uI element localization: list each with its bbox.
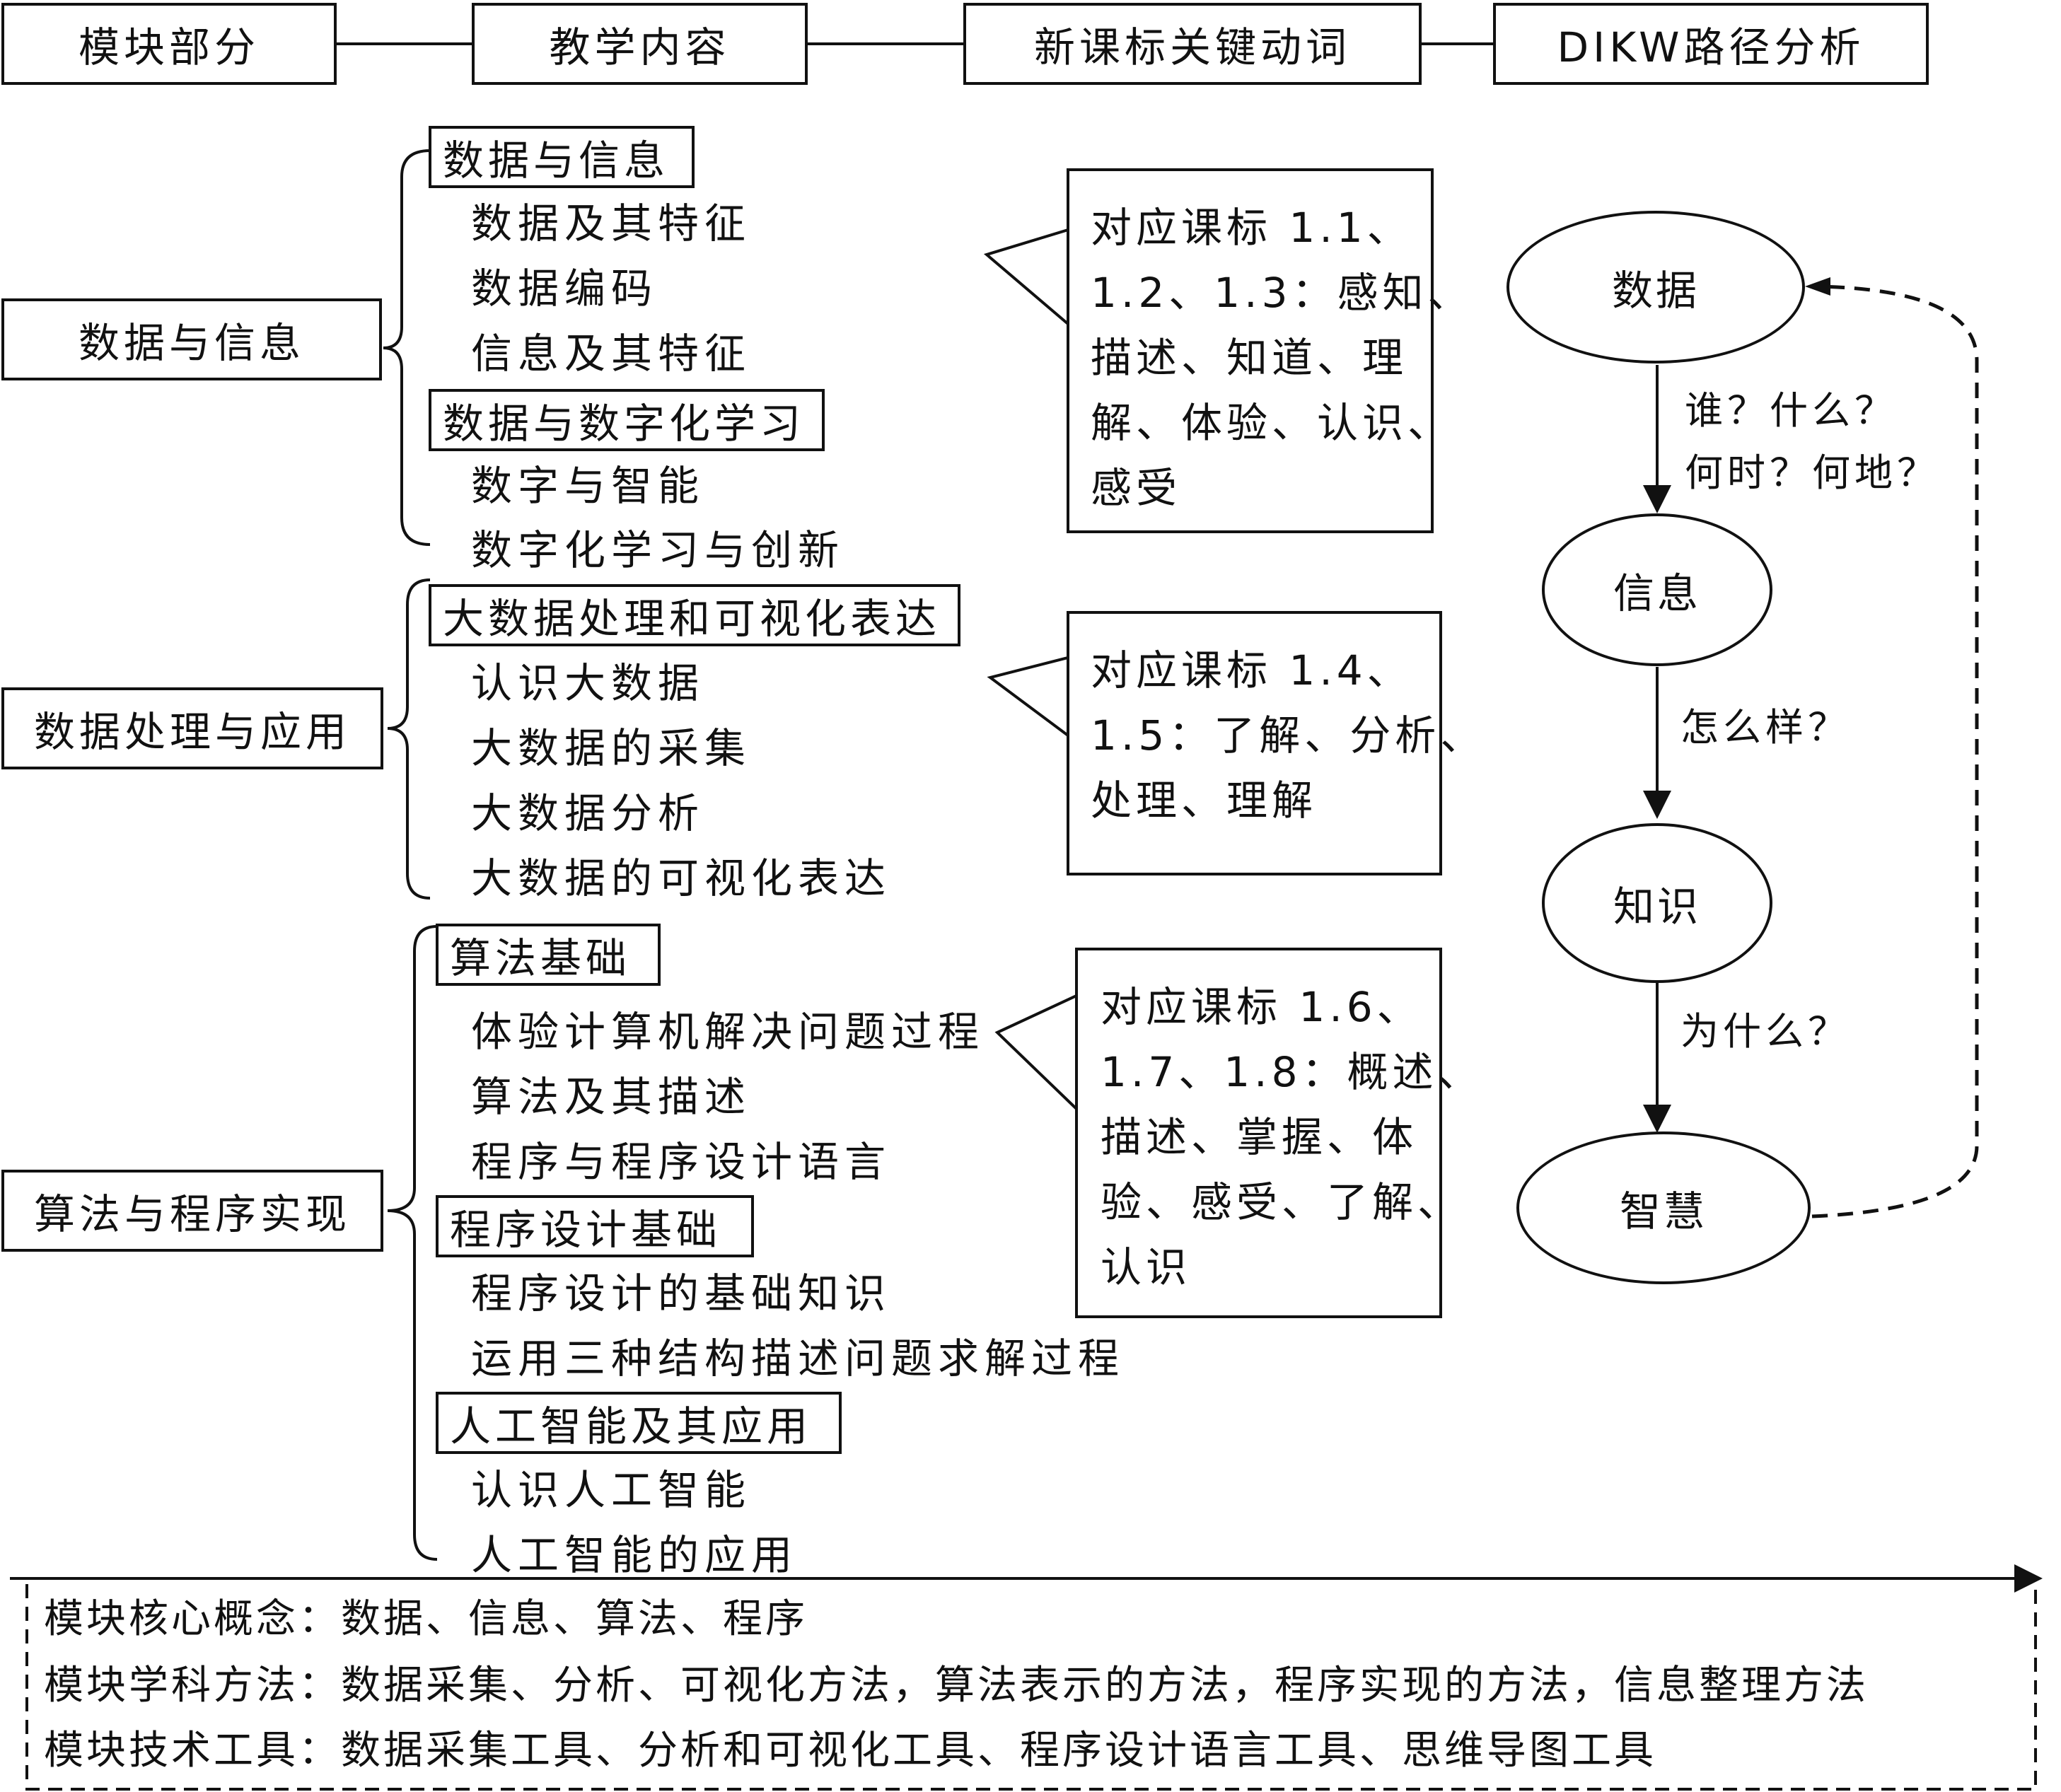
callout-line: 解、体验、认识、 xyxy=(1091,399,1453,447)
header-dikw: DIKW路径分析 xyxy=(1493,3,1929,85)
callout-line: 认识 xyxy=(1101,1243,1192,1291)
edge-label: 何时？何地？ xyxy=(1685,450,1939,495)
brace-module-2 xyxy=(387,578,431,900)
content-item: 大数据分析 xyxy=(471,789,705,837)
callout-line: 验、感受、了解、 xyxy=(1101,1178,1463,1226)
callout-line: 1.2、1.3：感知、 xyxy=(1091,269,1473,317)
header-content-label: 教学内容 xyxy=(549,23,731,71)
content-item: 运用三种结构描述问题求解过程 xyxy=(471,1334,1125,1383)
subsection-title: 数据与数字化学习 xyxy=(429,389,825,451)
dikw-node-data: 数据 xyxy=(1506,211,1805,363)
callout-line: 感受 xyxy=(1091,464,1182,512)
edge-label: 谁？什么？ xyxy=(1685,388,1897,433)
edge-label: 为什么？ xyxy=(1680,1009,1850,1054)
content-item: 大数据的可视化表达 xyxy=(471,854,892,902)
brace-module-3 xyxy=(387,925,438,1561)
content-item: 算法及其描述 xyxy=(471,1073,752,1121)
module-box-1: 数据与信息 xyxy=(1,298,382,380)
module-box-2: 数据处理与应用 xyxy=(1,687,383,769)
callout-line: 对应课标 1.6、 xyxy=(1101,983,1422,1031)
header-verbs: 新课标关键动词 xyxy=(963,3,1422,85)
summary-tools: 模块技术工具：数据采集工具、分析和可视化工具、程序设计语言工具、思维导图工具 xyxy=(44,1728,1656,1774)
content-item: 数据及其特征 xyxy=(471,199,752,248)
dikw-node-label: 知识 xyxy=(1613,883,1701,931)
content-item: 数据编码 xyxy=(471,264,658,313)
dikw-node-label: 数据 xyxy=(1611,267,1700,315)
arrow-head-to-data xyxy=(1805,277,1830,296)
callout-text-1: 对应课标 1.1、 1.2、1.3：感知、 描述、知道、理 解、体验、认识、 感… xyxy=(1091,195,1473,520)
content-item: 信息及其特征 xyxy=(471,330,752,378)
callout-text-3: 对应课标 1.6、 1.7、1.8：概述、 描述、掌握、体 验、感受、了解、 认… xyxy=(1101,974,1482,1300)
summary-methods: 模块学科方法：数据采集、分析、可视化方法，算法表示的方法，程序实现的方法，信息整… xyxy=(44,1663,1869,1709)
content-item: 程序设计的基础知识 xyxy=(471,1269,892,1317)
subsection-title: 程序设计基础 xyxy=(436,1195,754,1257)
content-item: 认识人工智能 xyxy=(471,1466,752,1514)
edge-label: 怎么样？ xyxy=(1680,705,1850,750)
content-item: 认识大数据 xyxy=(471,659,705,707)
content-item: 人工智能的应用 xyxy=(471,1531,799,1579)
subsection-title: 大数据处理和可视化表达 xyxy=(429,584,960,646)
module-label: 算法与程序实现 xyxy=(33,1190,351,1238)
dikw-node-label: 智慧 xyxy=(1619,1187,1707,1235)
content-item: 数字与智能 xyxy=(471,462,705,510)
subsection-title: 人工智能及其应用 xyxy=(436,1392,842,1454)
module-label: 数据处理与应用 xyxy=(33,708,351,756)
dikw-node-label: 信息 xyxy=(1613,569,1701,617)
header-content: 教学内容 xyxy=(472,3,808,85)
callout-line: 1.7、1.8：概述、 xyxy=(1101,1048,1483,1096)
callout-line: 描述、知道、理 xyxy=(1091,334,1408,382)
content-item: 数字化学习与创新 xyxy=(471,526,845,574)
callout-line: 1.5：了解、分析、 xyxy=(1091,711,1486,760)
header-dikw-label: DIKW路径分析 xyxy=(1557,23,1865,71)
content-item: 体验计算机解决问题过程 xyxy=(471,1008,985,1056)
callout-shape-2 xyxy=(987,611,1442,875)
brace-module-1 xyxy=(383,149,431,546)
content-item: 程序与程序设计语言 xyxy=(471,1138,892,1186)
callout-line: 对应课标 1.4、 xyxy=(1091,646,1412,694)
callout-shape-3 xyxy=(994,948,1442,1318)
summary-core-concepts: 模块核心概念：数据、信息、算法、程序 xyxy=(44,1596,808,1642)
header-module-label: 模块部分 xyxy=(78,23,260,71)
subsection-title: 数据与信息 xyxy=(429,126,695,188)
dikw-node-knowledge: 知识 xyxy=(1542,823,1772,983)
dikw-node-wisdom: 智慧 xyxy=(1516,1131,1811,1284)
callout-line: 描述、掌握、体 xyxy=(1101,1113,1418,1161)
callout-shape-1 xyxy=(983,168,1434,533)
content-item: 大数据的采集 xyxy=(471,724,752,772)
header-verbs-label: 新课标关键动词 xyxy=(1033,23,1351,71)
header-module: 模块部分 xyxy=(1,3,337,85)
callout-text-2: 对应课标 1.4、 1.5：了解、分析、 处理、理解 xyxy=(1091,638,1485,833)
dikw-node-information: 信息 xyxy=(1542,513,1772,666)
arrow-wisdom-to-data xyxy=(1811,284,1979,1218)
callout-line: 处理、理解 xyxy=(1091,776,1318,825)
module-box-3: 算法与程序实现 xyxy=(1,1170,383,1252)
bottom-dashed-box xyxy=(25,1584,2037,1791)
callout-line: 对应课标 1.1、 xyxy=(1091,204,1412,252)
subsection-title: 算法基础 xyxy=(436,924,661,986)
module-label: 数据与信息 xyxy=(78,319,305,367)
